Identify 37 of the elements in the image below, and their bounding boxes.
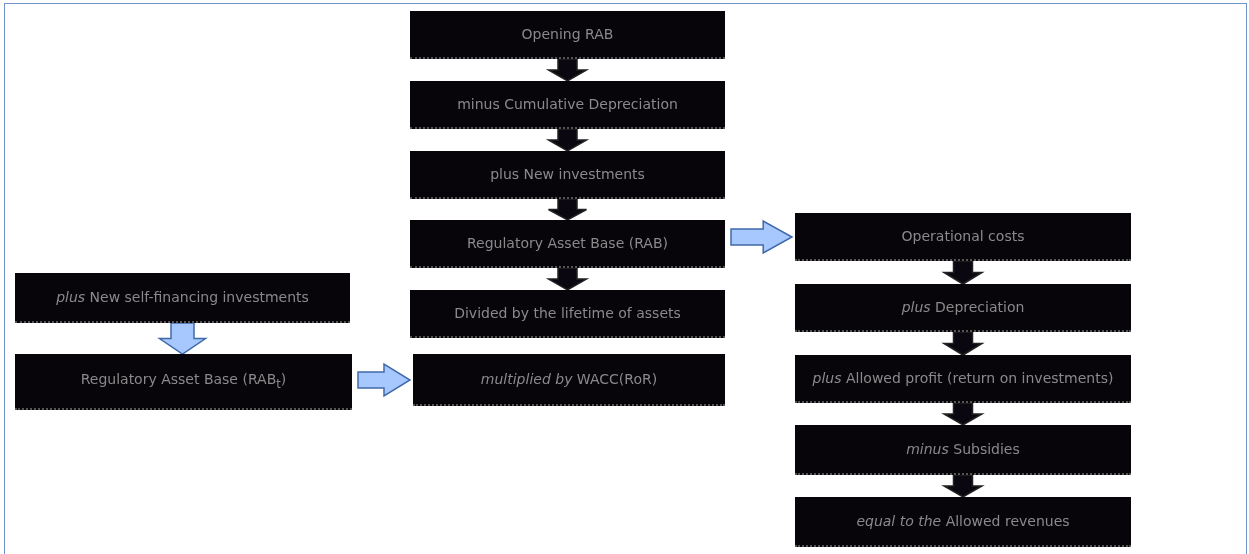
block-arrow (941, 260, 985, 285)
block-arrow (545, 58, 590, 82)
block-arrow (545, 128, 590, 152)
box-label: multiplied by WACC(RoR) (480, 369, 658, 389)
process-box (795, 284, 1131, 332)
process-box (413, 354, 725, 406)
process-box (410, 81, 725, 129)
box-label: plus New self-financing investments (56, 287, 309, 307)
box-label: plus New investments (490, 164, 645, 184)
process-box (15, 354, 352, 410)
process-box (795, 497, 1131, 547)
block-arrow (545, 267, 590, 291)
block-arrow (547, 198, 588, 221)
process-box (795, 355, 1131, 403)
box-label: Divided by the lifetime of assets (454, 303, 681, 323)
block-arrow (941, 331, 985, 356)
process-box (795, 425, 1131, 475)
process-box (410, 220, 725, 268)
box-label: equal to the Allowed revenues (856, 511, 1070, 531)
block-arrow (730, 219, 794, 255)
block-arrow (357, 362, 412, 398)
process-box (795, 213, 1131, 261)
block-arrow (941, 474, 985, 498)
box-label: minus Cumulative Depreciation (457, 94, 678, 114)
box-label: Opening RAB (521, 24, 614, 44)
process-box (410, 11, 725, 59)
process-box (410, 290, 725, 338)
block-arrow (157, 322, 208, 355)
box-label: Regulatory Asset Base (RAB) (467, 233, 668, 253)
process-box (410, 151, 725, 199)
box-label: minus Subsidies (906, 439, 1020, 459)
box-label: Regulatory Asset Base (RAB$_{t}$) (80, 370, 287, 392)
box-label: Operational costs (901, 226, 1025, 246)
box-label: plus Depreciation (901, 297, 1025, 317)
box-label: plus Allowed profit (return on investments) (812, 368, 1114, 388)
process-box (15, 273, 350, 323)
block-arrow (941, 402, 985, 426)
